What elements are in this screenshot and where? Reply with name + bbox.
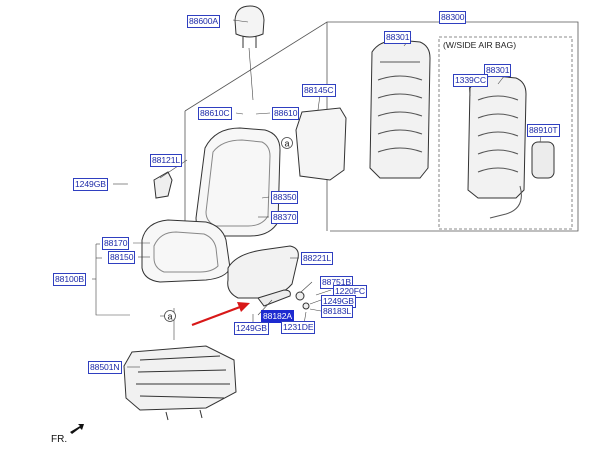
label-88182A: 88182A — [261, 310, 295, 323]
ref-a-top-letter: a — [284, 139, 289, 149]
label-88370: 88370 — [271, 211, 299, 224]
label-88221L: 88221L — [301, 252, 334, 265]
label-88610C: 88610C — [198, 107, 232, 120]
ref-a-top-circle — [281, 137, 293, 149]
label-88300: 88300 — [439, 11, 467, 24]
ref-a-bottom-letter: a — [167, 312, 172, 322]
label-1249GB-c: 1249GB — [234, 322, 269, 335]
label-88121L: 88121L — [150, 154, 183, 167]
label-88610: 88610 — [272, 107, 300, 120]
seat-back-drawing — [195, 127, 281, 237]
knob-small-drawing — [302, 302, 310, 310]
label-88170: 88170 — [102, 237, 130, 250]
side-airbag-box — [438, 36, 573, 230]
seatback-frame-sab-drawing — [467, 75, 555, 219]
seatback-frame-drawing — [369, 39, 431, 179]
label-1249GB-a: 1249GB — [73, 178, 108, 191]
knob-drawing — [295, 291, 305, 301]
ref-a-bottom-circle — [164, 310, 176, 322]
front-label: FR. — [51, 434, 68, 445]
label-1231DE: 1231DE — [281, 321, 316, 334]
label-88350: 88350 — [271, 191, 299, 204]
lever-drawing — [257, 289, 291, 307]
label-88183L: 88183L — [321, 305, 354, 318]
label-88301-main: 88301 — [384, 31, 412, 44]
cushion-frame-drawing — [123, 345, 237, 421]
side-shield-drawing — [227, 245, 299, 299]
label-88301-sab: 88301 — [484, 64, 512, 77]
label-88600A: 88600A — [187, 15, 221, 28]
headrest-drawing — [234, 5, 265, 48]
side-airbag-note: (W/SIDE AIR BAG) — [443, 40, 517, 50]
bracket-drawing — [153, 171, 173, 199]
seat-cushion-drawing — [141, 219, 231, 283]
red-arrow — [191, 302, 250, 327]
front-arrow-icon — [70, 424, 84, 434]
label-88145C: 88145C — [302, 84, 336, 97]
back-pad-drawing — [295, 107, 347, 181]
label-88100B: 88100B — [53, 273, 87, 286]
label-88150: 88150 — [108, 251, 136, 264]
label-88910T: 88910T — [527, 124, 560, 137]
label-88501N: 88501N — [88, 361, 122, 374]
label-1339CC: 1339CC — [453, 74, 488, 87]
